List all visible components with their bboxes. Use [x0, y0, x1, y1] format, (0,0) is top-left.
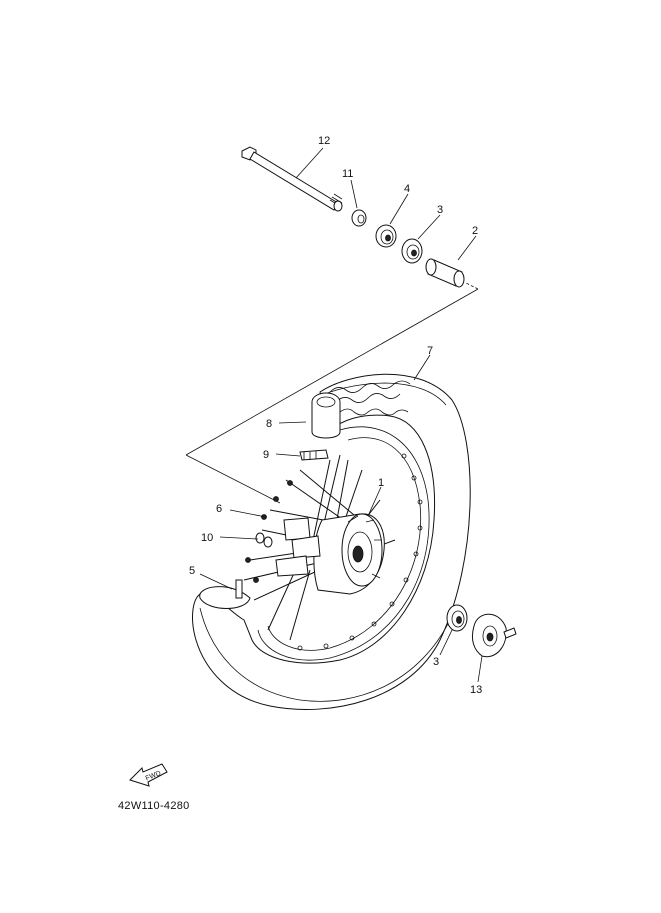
callout-12: 12 [318, 135, 330, 147]
callout-11: 11 [342, 168, 353, 180]
spoke-set-10 [245, 532, 273, 583]
collar [351, 209, 367, 227]
tire [192, 373, 471, 711]
callout-10: 10 [201, 532, 213, 544]
callout-3-lower: 3 [433, 656, 439, 668]
axle [241, 146, 343, 212]
rim-spoke-holes [297, 453, 423, 651]
bearing-4 [375, 224, 397, 248]
callout-6: 6 [216, 503, 222, 515]
callouts: 12 11 4 3 2 7 8 9 1 6 10 5 3 13 [189, 135, 482, 696]
speedometer-gear-unit [471, 613, 517, 658]
bearing-3-upper [401, 238, 423, 264]
callout-7: 7 [427, 345, 433, 357]
callout-5: 5 [189, 565, 195, 577]
assembly-lines [185, 282, 479, 504]
spoke-nipple [299, 449, 329, 461]
leader-lines [199, 147, 483, 683]
callout-8: 8 [266, 418, 272, 430]
callout-13: 13 [470, 684, 482, 696]
forward-arrow-icon: FWD [129, 763, 168, 787]
bearing-3-lower [446, 604, 468, 632]
drawing-code: 42W110-4280 [118, 800, 190, 812]
rim-band [311, 392, 341, 439]
callout-4: 4 [404, 183, 410, 195]
callout-9: 9 [263, 449, 269, 461]
spacer-tube [425, 258, 465, 288]
hub [275, 513, 385, 595]
callout-2: 2 [472, 225, 478, 237]
fwd-label: FWD [145, 770, 162, 782]
rim [257, 426, 430, 661]
callout-3-upper: 3 [437, 204, 443, 216]
callout-1: 1 [378, 477, 384, 489]
tube-valve [199, 579, 251, 609]
